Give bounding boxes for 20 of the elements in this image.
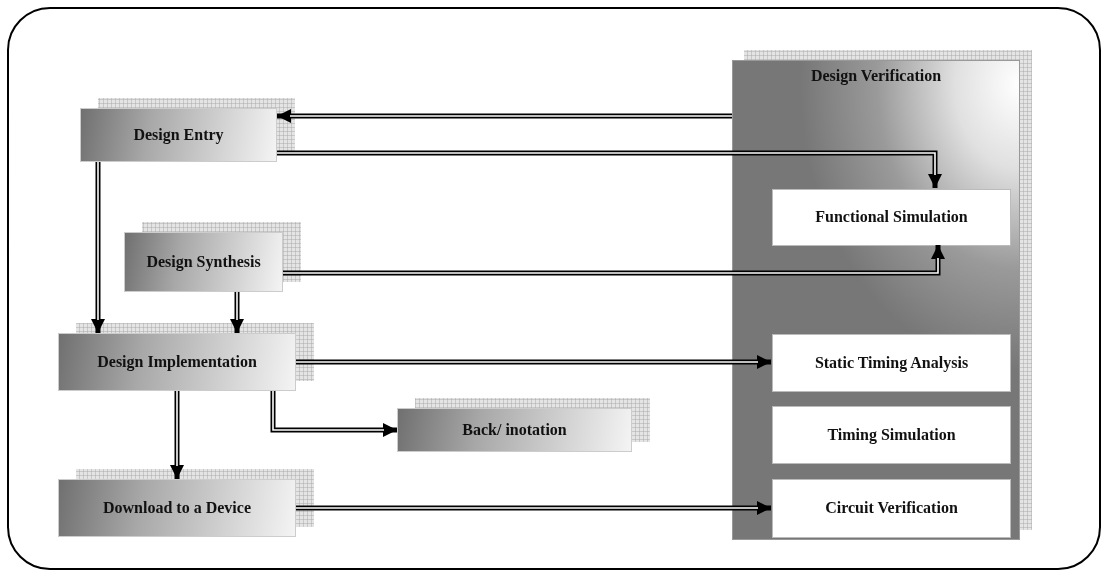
node-label: Back/ inotation — [462, 420, 567, 440]
node-label: Design Implementation — [97, 352, 257, 372]
node-label: Functional Simulation — [815, 208, 968, 227]
process-box — [772, 189, 1011, 246]
node-label: Design Synthesis — [146, 252, 261, 272]
node-label: Timing Simulation — [827, 425, 956, 445]
process-box — [397, 408, 632, 452]
group-heading: Design Verification — [809, 67, 943, 86]
process-box — [772, 479, 1011, 538]
process-box — [772, 406, 1011, 464]
node-label: Circuit Verification — [825, 499, 958, 518]
process-box — [58, 333, 296, 391]
node-label: Design Entry — [133, 125, 224, 145]
process-box — [772, 334, 1011, 392]
node-label: Download to a Device — [103, 498, 251, 518]
process-box — [58, 479, 296, 537]
process-box — [124, 232, 283, 292]
group-panel — [732, 60, 1020, 540]
node-label: Static Timing Analysis — [814, 353, 969, 373]
process-box — [80, 108, 277, 162]
